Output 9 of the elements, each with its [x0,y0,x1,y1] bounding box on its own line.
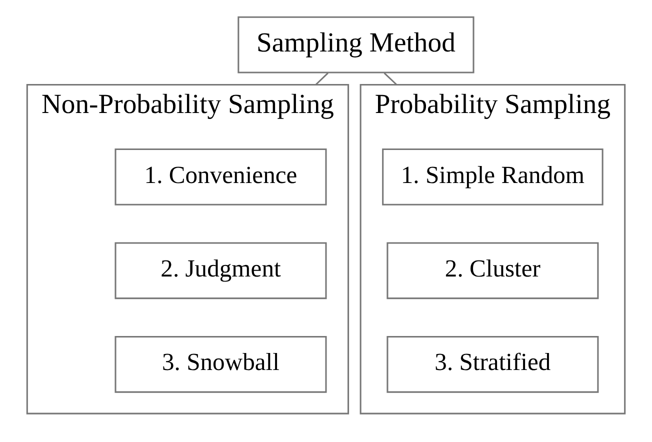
connector [384,72,398,85]
node-box: 1. Convenience [114,148,327,205]
node-box: 2. Judgment [114,242,327,299]
node-box: 1. Simple Random [382,148,604,205]
node-box: 3. Snowball [114,335,327,392]
node-box: 2. Cluster [386,242,599,299]
node-box: 3. Stratified [386,335,599,392]
node-box: Sampling Method [238,16,474,73]
connector [315,72,328,85]
